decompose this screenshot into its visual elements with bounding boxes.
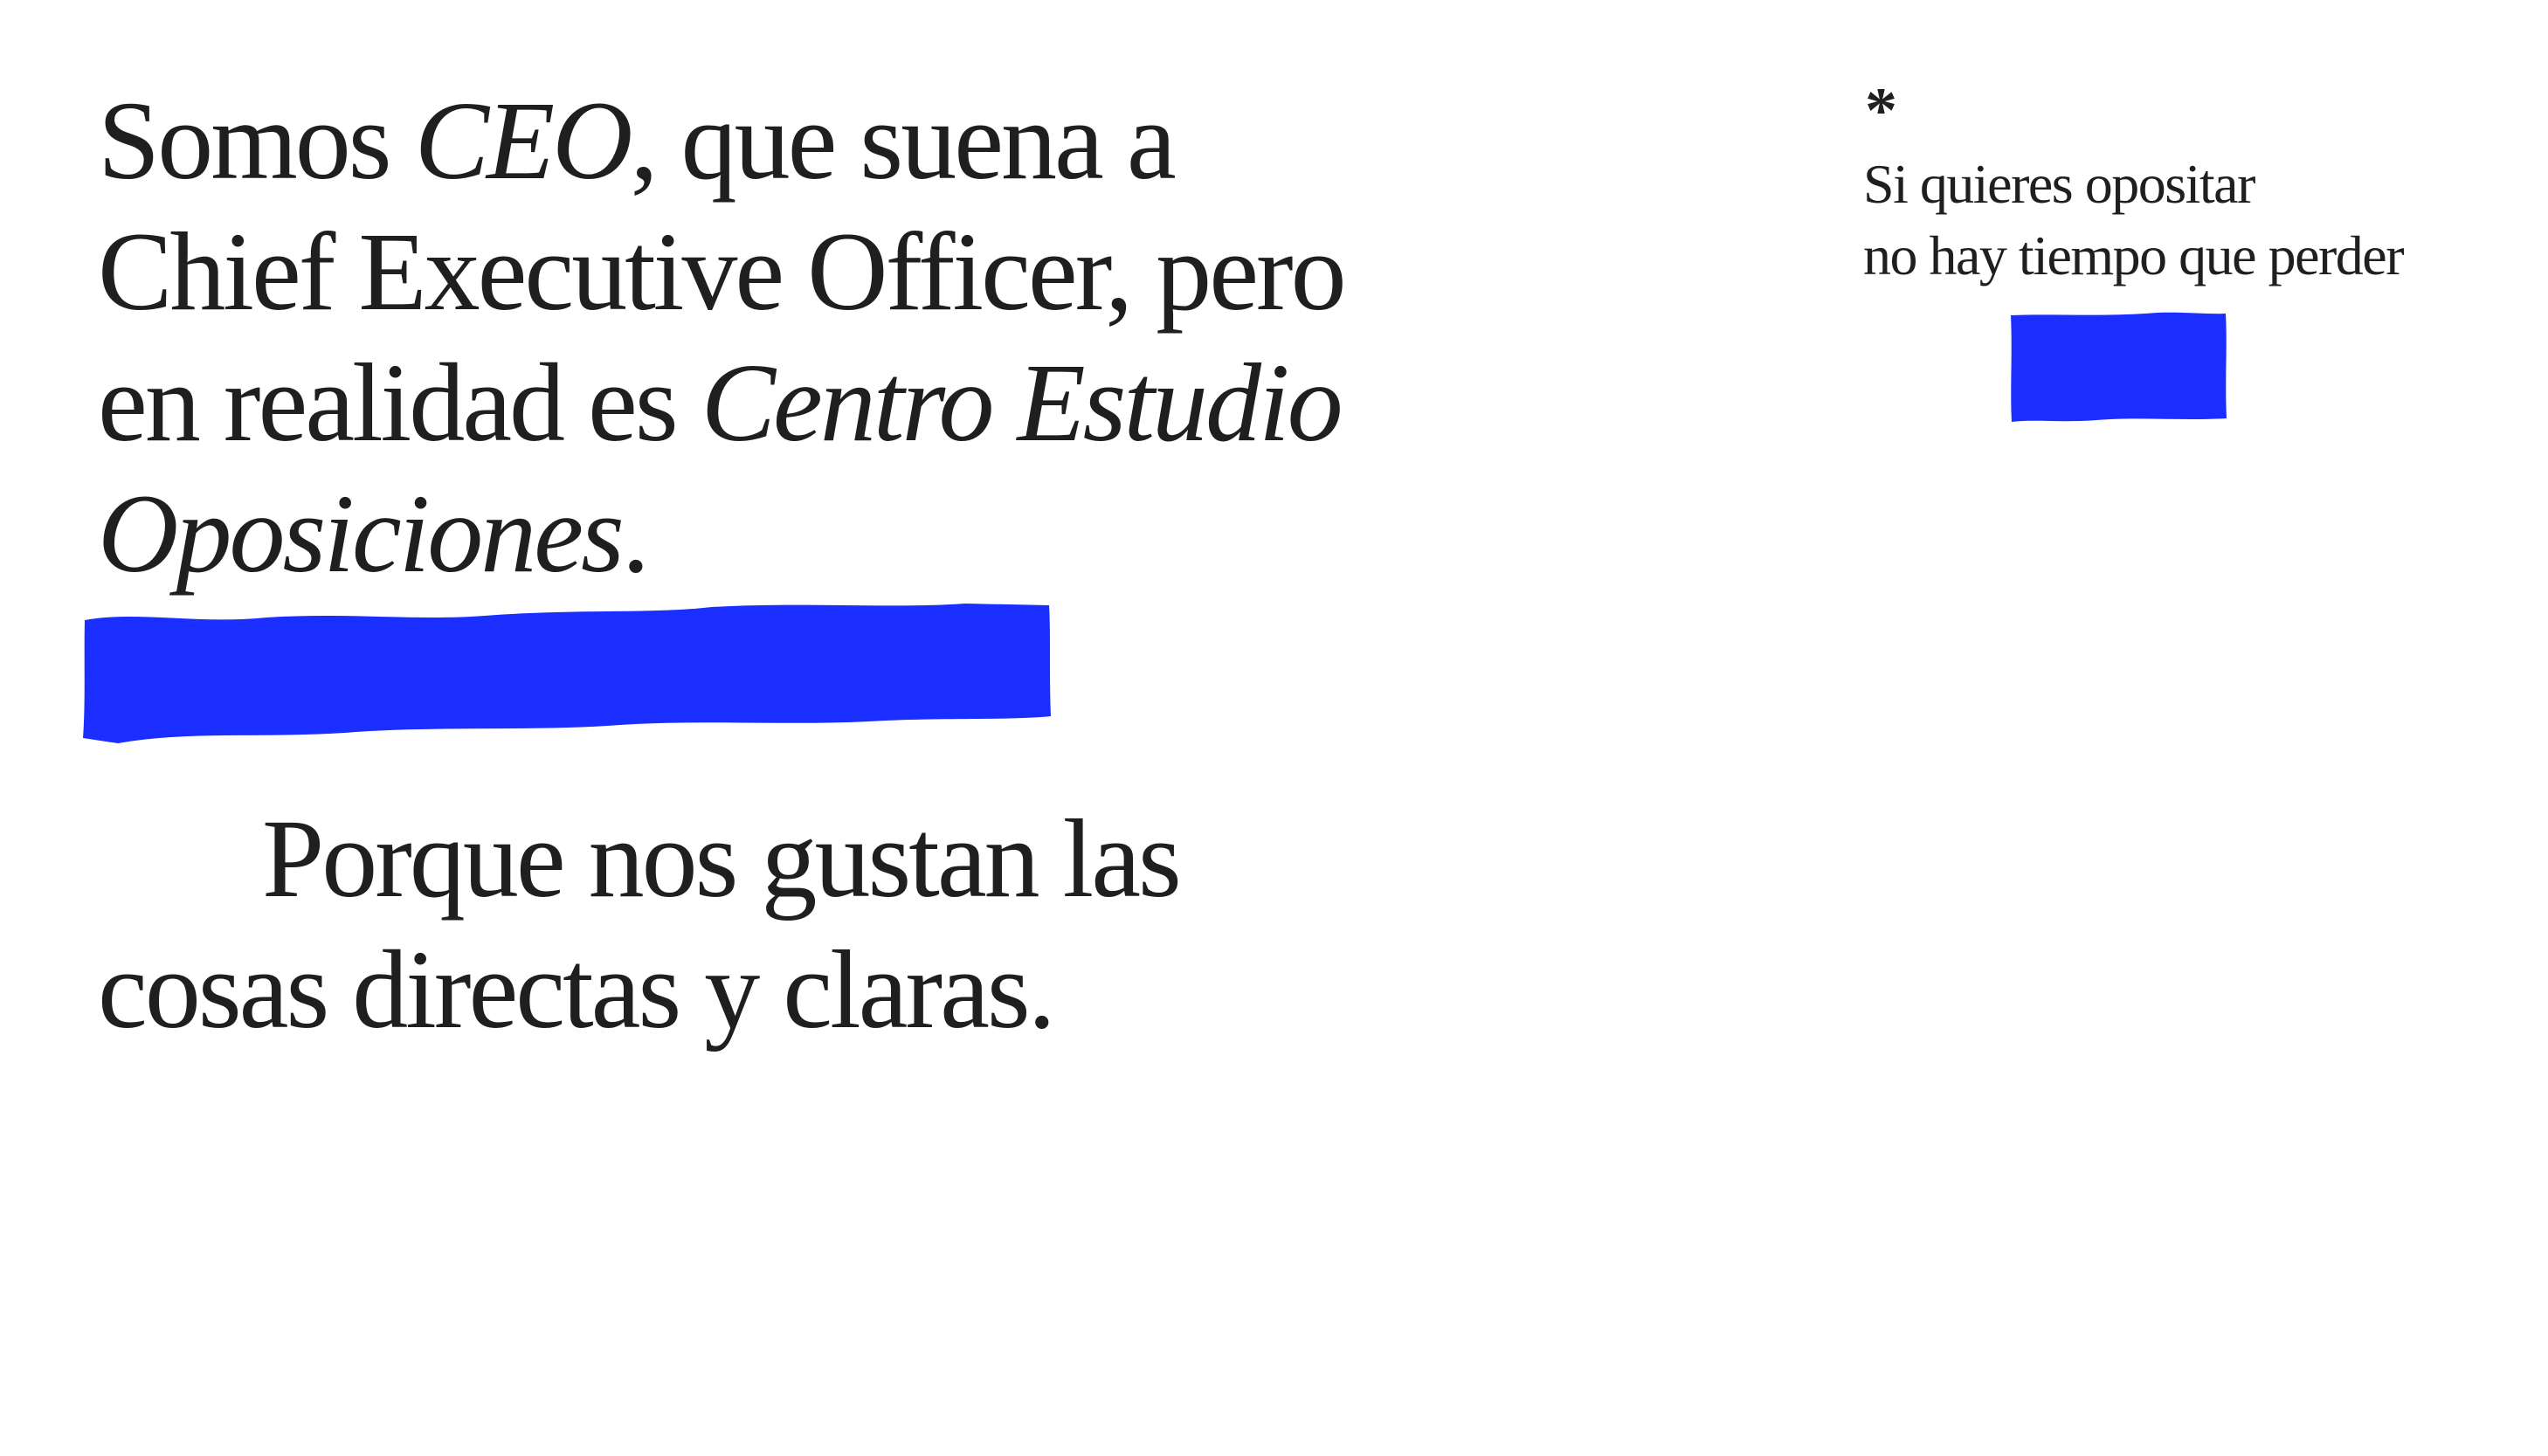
- subline: Porque nos gustan las cosas directas y c…: [98, 797, 1182, 1052]
- blue-brush-stroke-large: [83, 604, 1051, 743]
- aside-text: Si quieres opositar no hay tiempo que pe…: [1863, 148, 2475, 292]
- aside-line-1: Si quieres opositar: [1863, 153, 2255, 215]
- blue-brush-stroke-small-shape: [2011, 312, 2227, 422]
- blue-brush-stroke-large-shape: [83, 604, 1051, 743]
- blue-brush-stroke-small: [2011, 312, 2227, 422]
- headline-text-2: , que suena a Chief Executive Officer, p…: [98, 79, 1347, 465]
- headline-text-3: .: [621, 472, 650, 596]
- headline-italic-centro: Centro Estudio Oposiciones: [98, 341, 1343, 596]
- headline-text-1: Somos: [98, 79, 415, 203]
- aside-note: * Si quieres opositar no hay tiempo que …: [1863, 75, 2475, 292]
- headline-italic-ceo: CEO: [414, 79, 633, 203]
- headline: Somos CEO, que suena a Chief Executive O…: [98, 75, 1408, 599]
- aside-line-2: no hay tiempo que perder: [1863, 224, 2405, 286]
- asterisk-icon: *: [1865, 75, 1897, 147]
